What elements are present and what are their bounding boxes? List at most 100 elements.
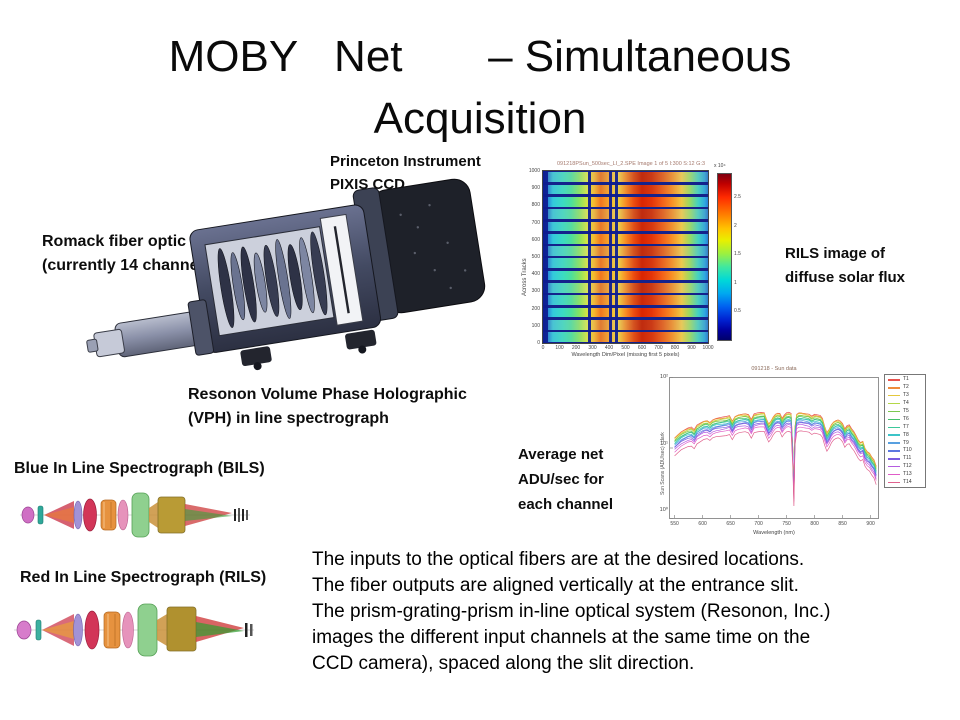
legend-swatch [888,410,900,413]
label-rils: Red In Line Spectrograph (RILS) [20,569,267,586]
sun-series-T11 [674,422,877,498]
sun-chart-ylabel: Sun Scans (ADU/sec) - dark [660,432,666,495]
legend-swatch [888,426,900,429]
legend-swatch [888,387,900,389]
heatmap-xtick: 700 [654,345,663,351]
heatmap-ytick: 0 [537,340,540,346]
sun-chart-xtick: 850 [838,521,847,527]
slide-title-line1: MOBY Net – Simultaneous [168,32,792,81]
legend-label: T14 [903,479,912,486]
heatmap-xtick: 100 [555,345,564,351]
colorbar-tick: 0.5 [734,308,741,315]
legend-entry-T8: T8 [888,431,925,439]
heatmap-ytick: 500 [531,254,540,260]
sun-chart-xtick: 600 [698,521,707,527]
legend-entry-T5: T5 [888,408,925,416]
legend-swatch [888,379,900,381]
heatmap-ytick: 800 [531,202,540,209]
sun-series-T5 [674,415,877,491]
heatmap-ytick: 1000 [528,168,540,174]
heatmap-xtick: 500 [621,345,630,351]
legend-swatch [888,394,900,397]
heatmap-ytick: 200 [531,305,540,312]
colorbar-tick: 1 [734,279,737,286]
label-princeton: Princeton Instrument PIXIS CCD [330,153,481,193]
legend-swatch [888,442,900,444]
legend-label: T11 [903,455,912,462]
legend-swatch [888,450,900,452]
legend-swatch [888,473,900,476]
slide-title-line2: Acquisition [373,94,587,144]
legend-entry-T7: T7 [888,423,925,431]
heatmap-ytick: 300 [531,288,540,295]
sun-series-T3 [674,413,877,489]
sun-chart-xtick: 700 [754,521,763,527]
sun-series-T1 [674,411,877,488]
label-bils: Blue In Line Spectrograph (BILS) [14,460,265,477]
legend-label: T4 [903,400,909,407]
body-line: The prism-grating-prism in-line optical … [312,601,831,622]
sun-chart-xlabel: Wavelength (nm) [753,530,795,536]
legend-label: T12 [903,463,912,470]
sun-series-T12 [674,423,877,499]
legend-entry-T6: T6 [888,415,925,423]
legend-entry-T1: T1 [888,376,925,384]
rils-ray-trace-image [14,603,254,657]
heatmap-xtick: 800 [670,345,680,351]
label-resonon: Resonon Volume Phase Holographic (VPH) i… [188,386,467,427]
bils-ray-trace-image [20,492,250,538]
slide-title: MOBY Net – Simultaneous Acquisition [0,26,960,151]
sun-chart-xtick: 900 [866,521,875,527]
sun-chart-plot [669,377,879,519]
legend-swatch [888,434,900,436]
sun-chart-ytick: 10¹ [660,440,668,447]
body-line: The inputs to the optical fibers are at … [312,549,805,570]
label-average-net: Average net ADU/sec for each channel [518,446,614,513]
legend-label: T2 [903,384,909,391]
heatmap-ytick: 100 [531,322,540,329]
legend-swatch [888,458,900,460]
colorbar-tick: 2 [734,222,737,229]
legend-label: T10 [903,447,912,454]
sun-chart-xtick: 550 [670,521,679,527]
heatmap-xtick: 600 [637,345,647,351]
legend-swatch [888,481,900,484]
sun-series-T7 [674,417,877,493]
legend-label: T8 [903,431,909,438]
heatmap-xtick: 400 [604,345,614,351]
sun-chart-ytick: 10⁰ [659,507,668,513]
legend-label: T3 [903,392,909,399]
legend-label: T1 [903,376,909,383]
heatmap-ytick: 400 [531,271,540,278]
body-line: CCD camera), spaced along the slit direc… [312,653,695,674]
sun-chart-xtick: 750 [782,521,791,527]
body-line: images the different input channels at t… [312,627,811,648]
legend-label: T5 [903,408,909,414]
legend-entry-T14: T14 [888,479,925,487]
legend-label: T13 [903,471,912,478]
body-paragraph: The inputs to the optical fibers are at … [312,547,932,677]
sun-chart-title: 091218 - Sun data [751,366,797,372]
label-romack: Romack fiber optic input (currently 14 c… [42,233,230,274]
heatmap-ytick: 700 [531,219,540,226]
sun-series-T14 [674,430,877,507]
sun-chart-xtick: 800 [810,521,819,527]
sun-series-T13 [674,426,877,502]
heatmap-xtick: 300 [588,345,597,351]
legend-entry-T3: T3 [888,392,925,400]
heatmap-xtick: 1000 [702,345,714,351]
heatmap-xtick: 200 [571,345,581,351]
sun-series-T9 [674,419,877,495]
heatmap-colorbar [717,173,732,341]
legend-entry-T10: T10 [888,447,925,455]
legend-label: T7 [903,423,909,430]
heatmap-xtick: 0 [541,345,545,351]
sun-series-T4 [674,414,877,490]
label-rils-image: RILS image of diffuse solar flux [785,245,906,286]
heatmap-ylabel: Across Tracks [522,258,528,296]
heatmap-xlabel: Wavelength Dim/Pixel (missing first 5 pi… [571,352,680,358]
legend-entry-T9: T9 [888,439,925,447]
legend-entry-T11: T11 [888,455,925,463]
